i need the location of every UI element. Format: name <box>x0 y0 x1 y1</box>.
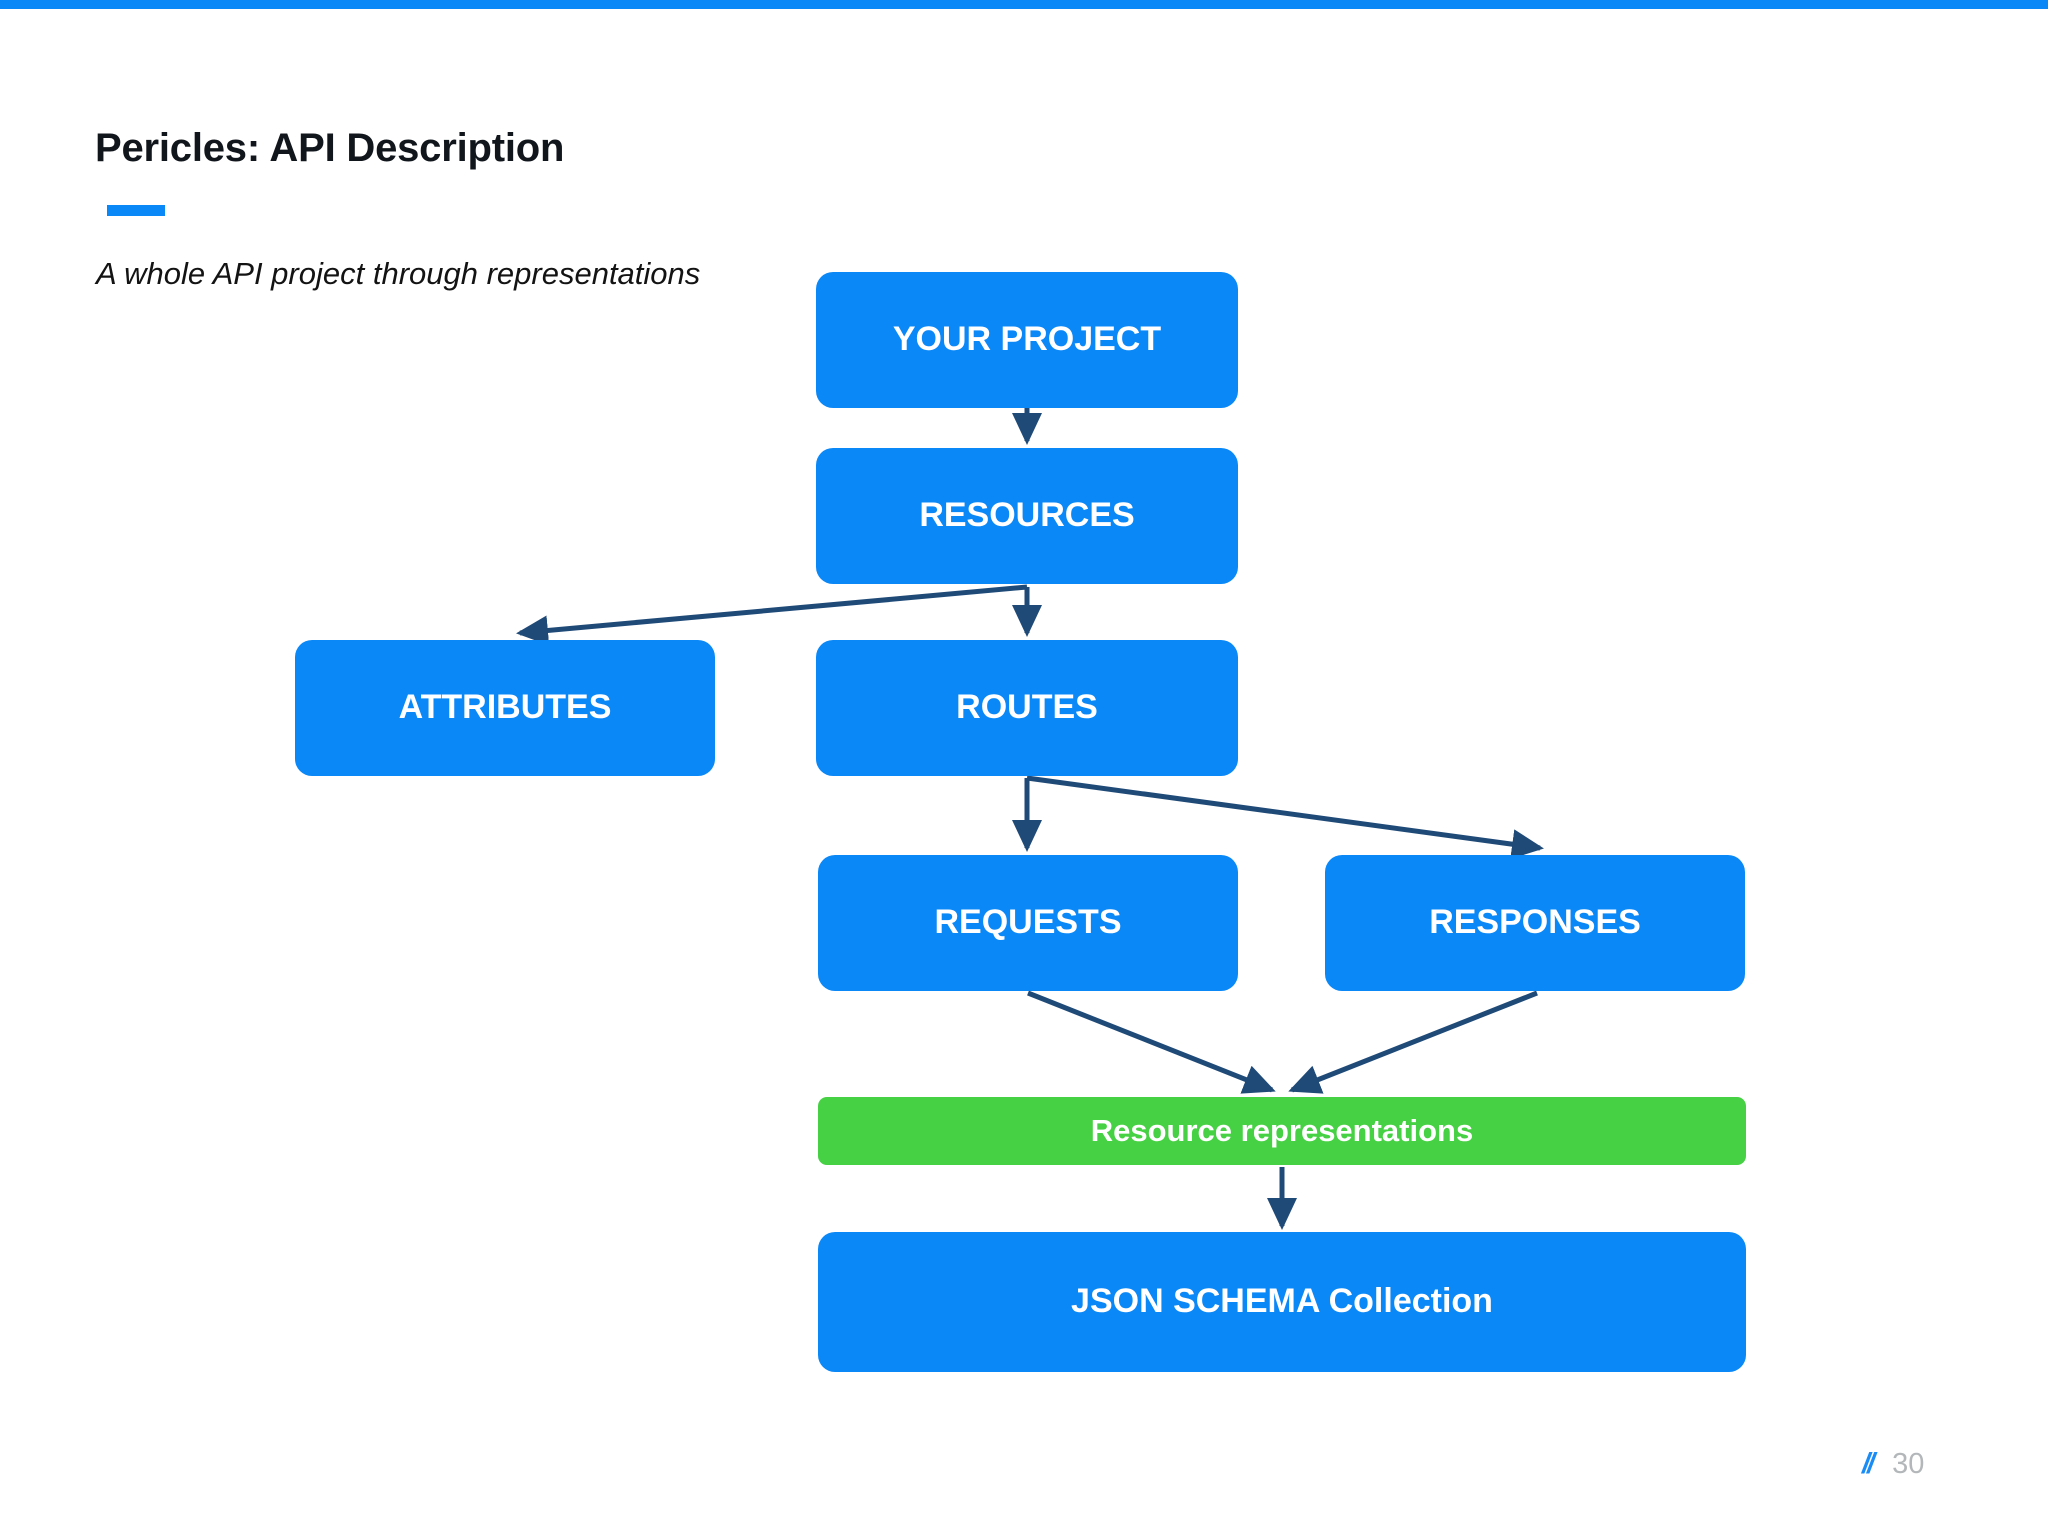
node-requests[interactable]: REQUESTS <box>818 855 1238 991</box>
node-resources-label: RESOURCES <box>919 496 1135 535</box>
page-title: Pericles: API Description <box>95 126 565 170</box>
edge-routes-to-responses <box>1026 775 1544 860</box>
node-json-schema[interactable]: JSON SCHEMA Collection <box>818 1232 1746 1372</box>
edge-responses-to-resource-representations <box>1288 990 1538 1094</box>
node-responses-label: RESPONSES <box>1429 903 1641 942</box>
node-responses[interactable]: RESPONSES <box>1325 855 1745 991</box>
node-resources[interactable]: RESOURCES <box>816 448 1238 584</box>
node-your-project[interactable]: YOUR PROJECT <box>816 272 1238 408</box>
node-routes-label: ROUTES <box>956 688 1098 727</box>
node-attributes[interactable]: ATTRIBUTES <box>295 640 715 776</box>
top-accent-bar <box>0 0 2048 9</box>
slide-footer: // 30 <box>1862 1448 1924 1481</box>
node-routes[interactable]: ROUTES <box>816 640 1238 776</box>
title-accent-underline <box>107 205 165 216</box>
node-resource-representations[interactable]: Resource representations <box>818 1097 1746 1165</box>
edge-resources-to-attributes <box>516 584 1028 646</box>
page-number: 30 <box>1892 1448 1925 1480</box>
node-resource-representations-label: Resource representations <box>1090 1112 1474 1148</box>
node-requests-label: REQUESTS <box>934 903 1122 942</box>
node-json-schema-label: JSON SCHEMA Collection <box>1071 1282 1493 1321</box>
edge-requests-to-resource-representations <box>1027 990 1276 1094</box>
brand-slash-icon: // <box>1862 1448 1875 1480</box>
node-your-project-label: YOUR PROJECT <box>892 320 1162 359</box>
node-attributes-label: ATTRIBUTES <box>398 688 612 727</box>
slide-subtitle: A whole API project through representati… <box>96 256 701 291</box>
